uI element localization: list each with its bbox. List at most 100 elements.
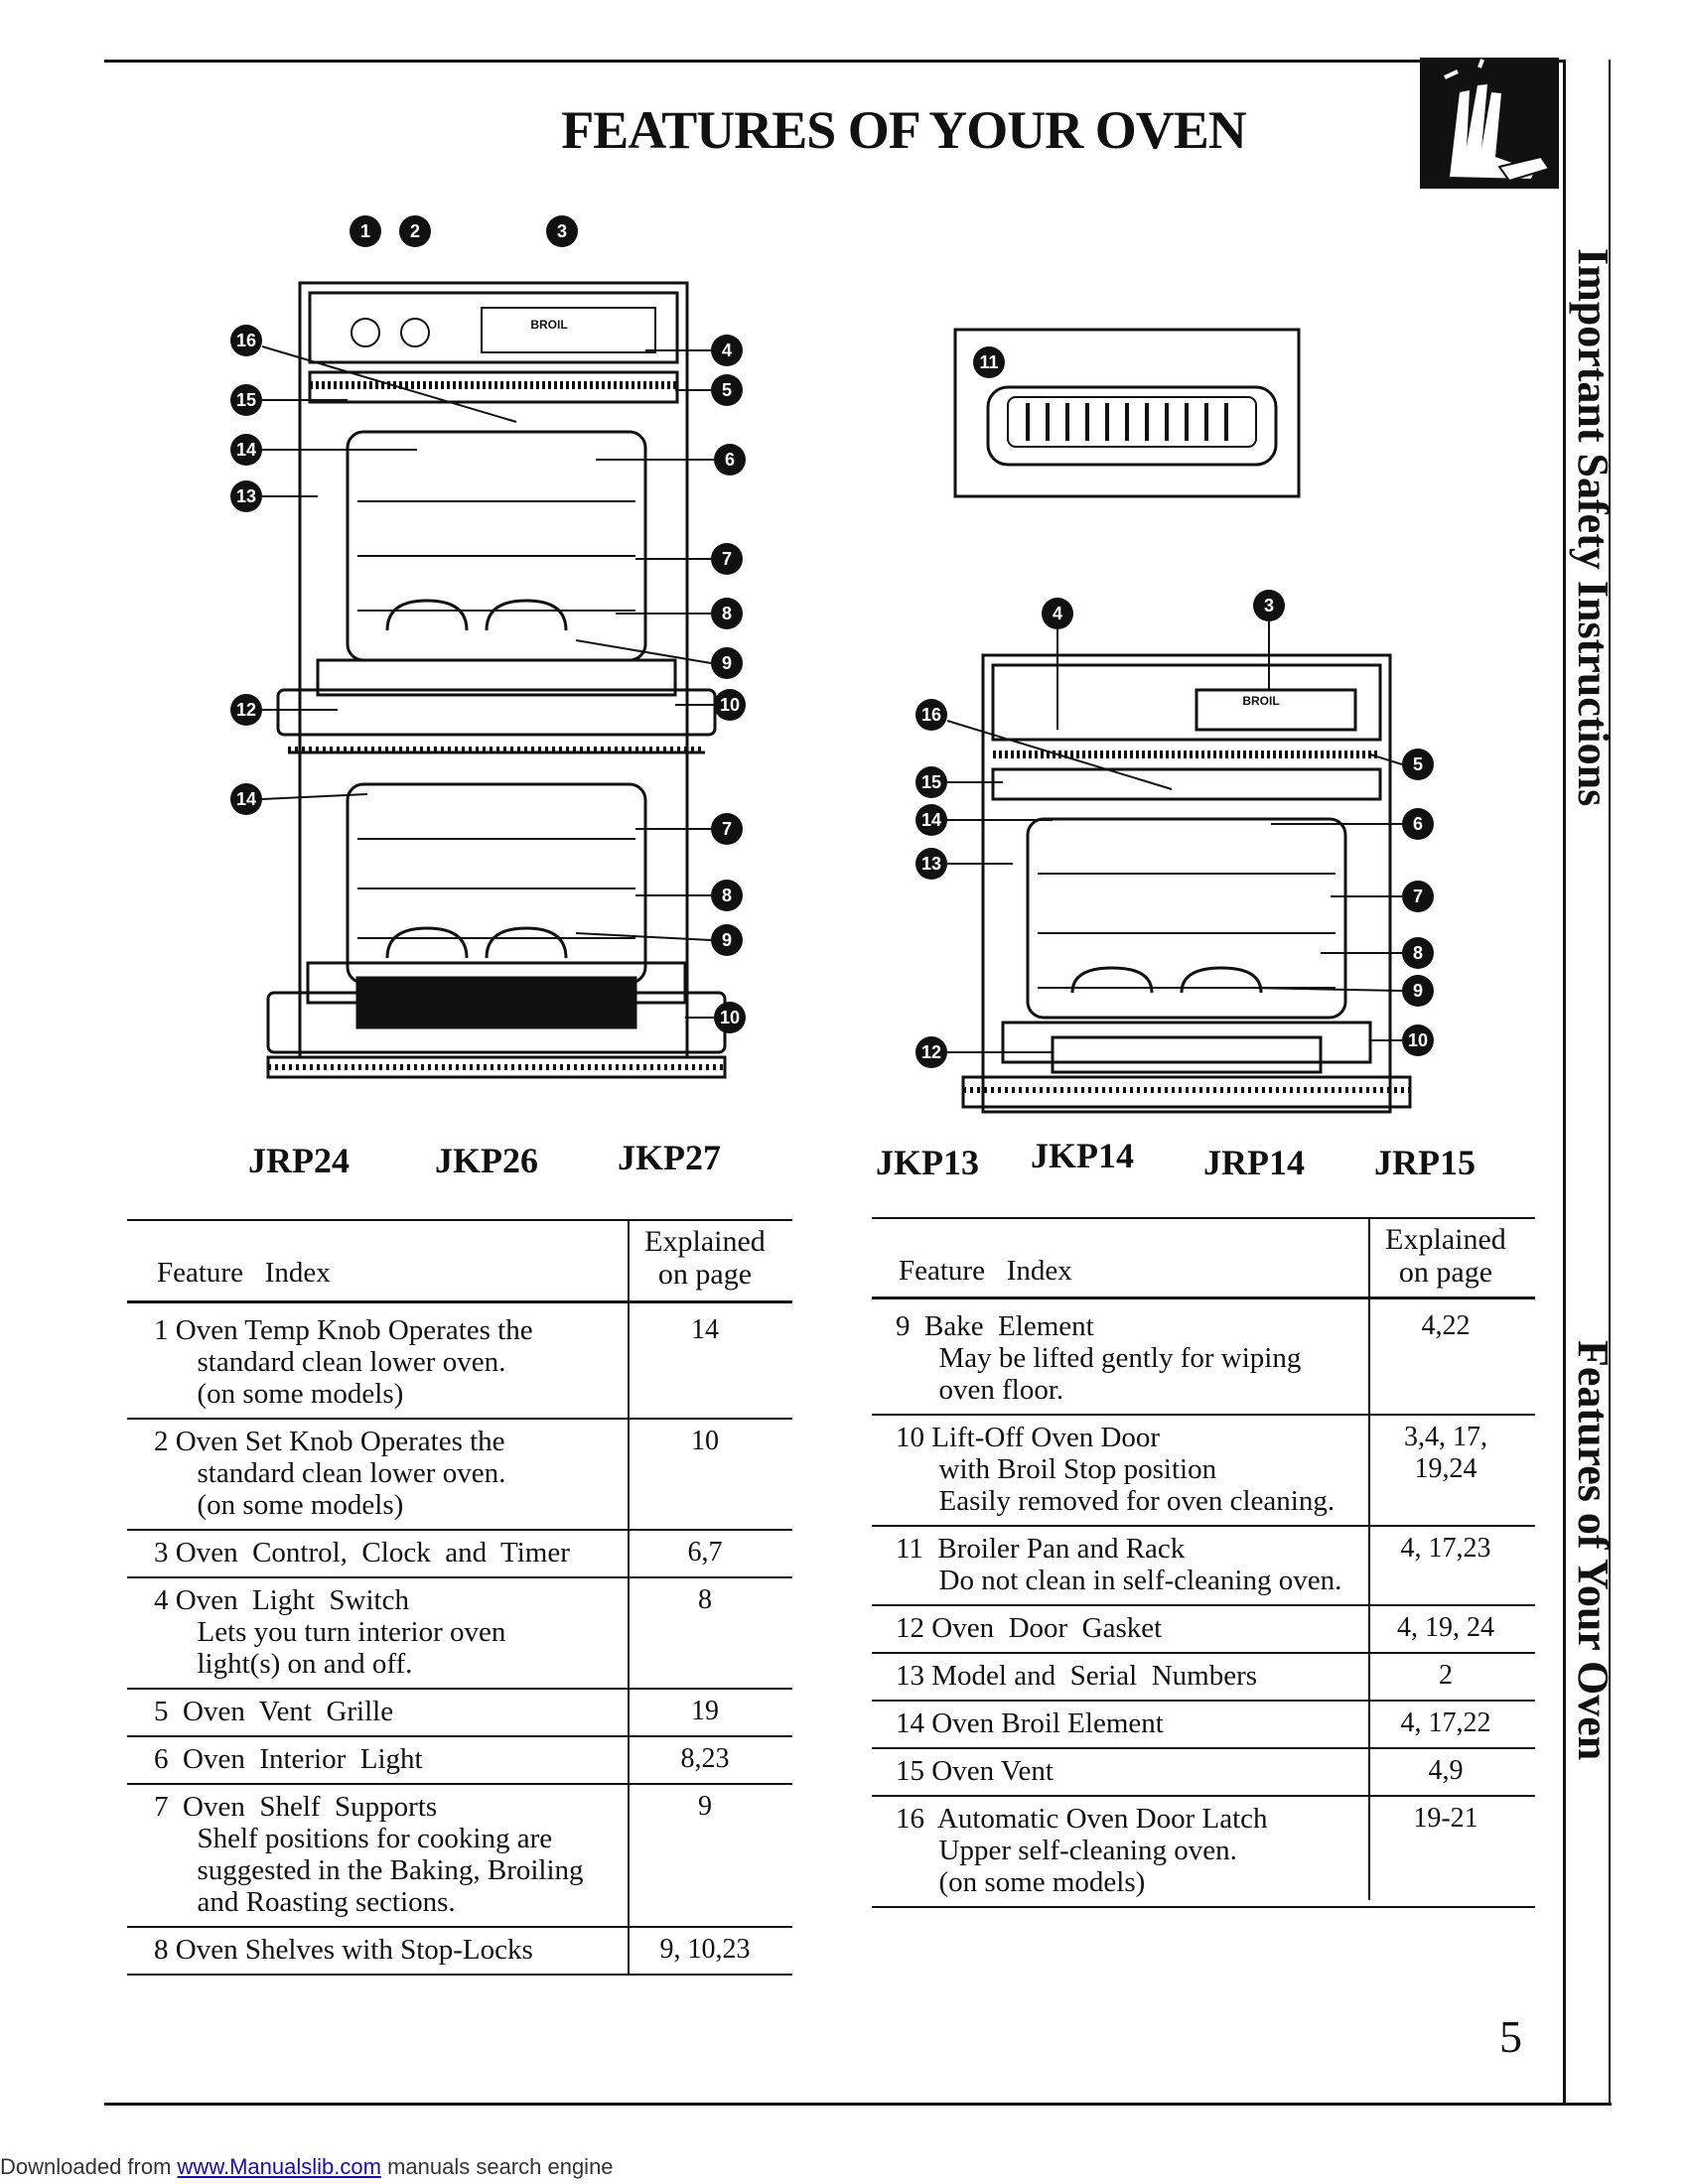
callout-7: 7 [1402,881,1434,912]
callout-15: 15 [230,384,262,416]
callout-3: 3 [546,215,578,247]
callout-label: 1 [360,221,370,241]
model-left-3: JKP27 [618,1138,721,1177]
feature-row-line: (on some models) [154,1489,404,1521]
broiler-pan-diagram: 11 [953,328,1301,498]
callout-5: 5 [1402,749,1434,780]
feature-row-line: (on some models) [154,1378,404,1410]
callout-7: 7 [711,543,743,575]
model-right-4: JRP15 [1374,1143,1476,1182]
feature-row-text: 6 Oven Interior Light [154,1743,423,1775]
callout-label: 13 [236,486,256,506]
callout-label: 9 [1413,981,1423,1001]
feature-row-line: 11 Broiler Pan and Rack [896,1533,1186,1565]
feature-row-text: 9 Bake Element May be lifted gently for … [896,1310,1301,1406]
feature-row-text: 4 Oven Light Switch Lets you turn interi… [154,1584,505,1680]
row-rule [872,1747,1535,1749]
feature-row-text: 14 Oven Broil Element [896,1707,1164,1739]
callout-label: 10 [720,1008,740,1027]
callout-label: 5 [1413,754,1423,774]
feature-row-line: 10 Lift-Off Oven Door [896,1422,1161,1453]
row-rule [127,1735,792,1737]
callout-label: 4 [722,341,732,360]
callout-4: 4 [711,335,743,366]
double-oven-diagram: BROIL [266,281,727,1079]
double-oven-callouts: 1 2 3 16 4 15 5 14 6 13 7 8 9 12 10 14 7… [230,215,746,1033]
feature-row-line: Upper self-cleaning oven. [896,1835,1237,1866]
feature-row-text: 1 Oven Temp Knob Operates the standard c… [154,1314,533,1410]
callout-12: 12 [915,1036,947,1068]
callout-13: 13 [230,480,262,512]
callout-label: 3 [557,221,567,241]
feature-row-text: 3 Oven Control, Clock and Timer [154,1537,570,1569]
row-rule [127,1529,792,1531]
feature-row-line: 14 Oven Broil Element [896,1707,1164,1739]
table-header-feature: Feature Index [899,1255,1072,1287]
footer-suffix: manuals search engine [380,2154,614,2179]
callout-label: 15 [236,390,256,410]
callout-label: 13 [921,854,941,874]
feature-row-line: Lets you turn interior oven [154,1616,506,1648]
callout-label: 8 [722,604,732,623]
feature-row-line: 3 Oven Control, Clock and Timer [154,1537,570,1569]
feature-row-line: light(s) on and off. [154,1648,413,1680]
callout-14: 14 [230,434,262,466]
model-right-2: JKP14 [1031,1136,1134,1175]
feature-row-text: 16 Automatic Oven Door Latch Upper self-… [896,1803,1268,1898]
feature-row-text: 7 Oven Shelf Supports Shelf positions fo… [154,1791,584,1918]
control-display-text: BROIL [530,318,567,332]
feature-row-text: 12 Oven Door Gasket [896,1612,1162,1644]
hand-icon [1420,58,1559,189]
model-left-2: JKP26 [435,1141,538,1180]
feature-row-page: 19 [691,1696,719,1726]
callout-label: 8 [1413,943,1423,963]
callout-label: 6 [1413,814,1423,834]
table-header-page: Explained on page [631,1225,779,1291]
feature-row-page: 4,22 [1421,1310,1471,1341]
feature-row-text: 10 Lift-Off Oven Door with Broil Stop po… [896,1422,1335,1517]
callout-9b: 9 [711,924,743,956]
feature-row-page: 4, 17,23 [1400,1533,1491,1564]
table-header-rule [127,1300,792,1303]
feature-row-line: 15 Oven Vent [896,1755,1054,1787]
manualslib-link[interactable]: www.Manualslib.com [177,2154,381,2179]
row-rule [127,1926,792,1928]
feature-row-line: 6 Oven Interior Light [154,1743,423,1775]
callout-11: 11 [973,346,1005,378]
callout-16: 16 [230,325,262,356]
row-rule [127,1974,792,1976]
feature-row-line: suggested in the Baking, Broiling [154,1854,584,1886]
feature-row-page: 4,9 [1428,1755,1464,1786]
row-rule [872,1906,1535,1908]
feature-row-line: (on some models) [896,1866,1146,1898]
callout-label: 15 [921,772,941,792]
callout-16: 16 [915,699,947,731]
feature-row-line: 9 Bake Element [896,1310,1094,1342]
table-header-page-line2: on page [1398,1256,1493,1289]
table-header-page-line2: on page [657,1258,753,1291]
callout-15: 15 [915,766,947,798]
callout-9: 9 [1402,975,1434,1007]
feature-row-text: 13 Model and Serial Numbers [896,1660,1257,1692]
feature-row-page: 3,4, 17, 19,24 [1404,1422,1487,1484]
feature-row-line: with Broil Stop position [896,1453,1217,1485]
table-header-page: Explained on page [1370,1223,1521,1289]
feature-row-text: 2 Oven Set Knob Operates the standard cl… [154,1426,505,1521]
table-column-divider [628,1219,630,1974]
callout-label: 4 [1053,604,1062,623]
feature-row-line: Do not clean in self-cleaning oven. [896,1565,1342,1596]
callout-13: 13 [915,848,947,880]
control-display-text: BROIL [1242,694,1279,708]
callout-label: 6 [725,450,735,470]
row-rule [872,1414,1535,1416]
feature-row-line: May be lifted gently for wiping [896,1342,1302,1374]
callout-4: 4 [1042,598,1073,629]
callout-3: 3 [1253,590,1285,621]
side-tab-safety: Important Safety Instructions [1569,248,1618,807]
row-rule [872,1795,1535,1797]
callout-2: 2 [399,215,431,247]
feature-row-page: 6,7 [687,1537,723,1568]
row-rule [872,1652,1535,1654]
feature-row-line: 4 Oven Light Switch [154,1584,409,1616]
callout-label: 7 [722,819,732,839]
